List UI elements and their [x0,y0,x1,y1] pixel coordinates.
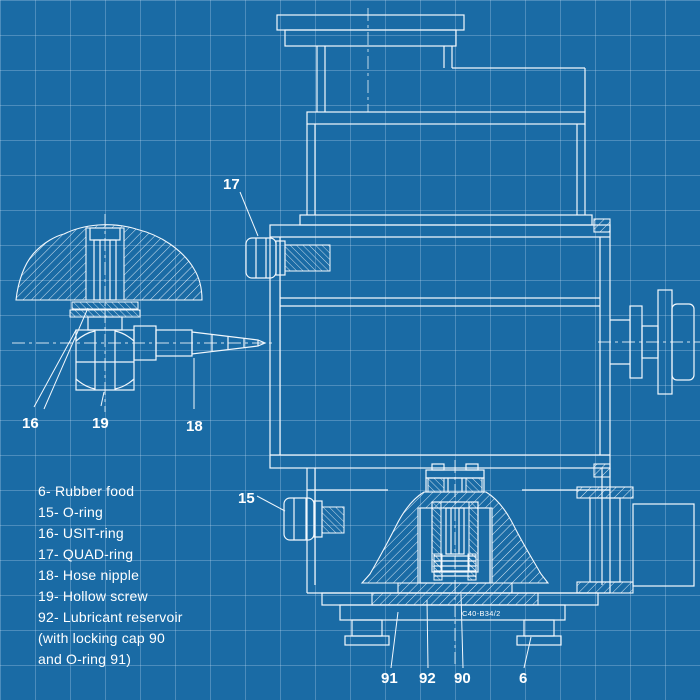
bolt-section-top [593,218,611,233]
callout-91: 91 [381,670,398,687]
hose-nipple-detail-view [15,224,267,391]
legend-line: (with locking cap 90 [38,630,165,646]
legend-line: 16- USIT-ring [38,525,124,541]
parts-legend: 6- Rubber food 15- O-ring 16- USIT-ring … [38,481,183,670]
callout-15: 15 [238,490,255,507]
legend-line: 17- QUAD-ring [38,546,134,562]
legend-line: 15- O-ring [38,504,104,520]
pump-assembly-view [245,14,695,606]
callout-18: 18 [186,418,203,435]
callout-92: 92 [419,670,436,687]
usit-ring-2 [69,309,141,318]
callout-6: 6 [519,670,527,687]
leader-lines [33,191,532,669]
reservoir-detail: C40-B34/2 [339,463,566,646]
bottom-right-bracket [576,486,695,594]
drawing-number-label: C40-B34/2 [462,609,501,618]
legend-line: 92- Lubricant reservoir [38,609,183,625]
callout-90: 90 [454,670,471,687]
legend-line: 18- Hose nipple [38,567,140,583]
usit-ring [71,301,139,310]
quad-ring-plug [245,237,331,279]
callout-17: 17 [223,176,240,193]
o-ring-bolt [283,497,345,541]
callout-19: 19 [92,415,109,432]
callout-16: 16 [22,415,39,432]
callouts: 17 16 19 18 15 91 92 90 6 [22,176,527,687]
side-port [610,289,695,395]
legend-line: 6- Rubber food [38,483,135,499]
rubber-foot-left [351,619,383,637]
legend-line: 19- Hollow screw [38,588,148,604]
legend-line: and O-ring 91) [38,651,132,667]
rubber-foot-right [523,619,555,637]
